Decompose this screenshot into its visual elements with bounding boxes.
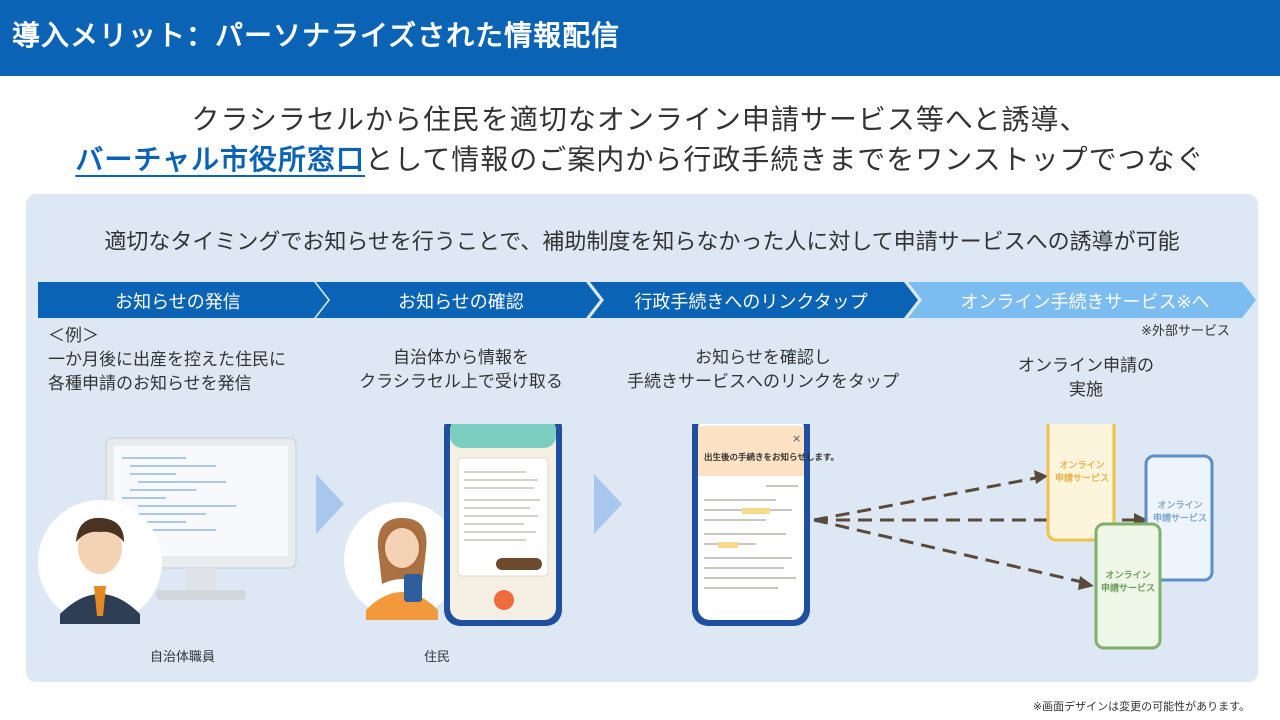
panel-subhead: 適切なタイミングでお知らせを行うことで、補助制度を知らなかった人に対して申請サー… (104, 230, 1180, 255)
chevron-step-4 (908, 282, 1256, 318)
flow-arrow-1 (316, 474, 344, 534)
step-4-description: オンライン申請の 実施 (986, 354, 1186, 402)
step-1-desc-line-2: 各種申請のお知らせを発信 (48, 374, 252, 394)
service-label-blue: オンライン 申請サービス (1152, 501, 1207, 524)
step-3-label: 行政手続きへのリンクタップ (634, 292, 868, 313)
step-1-label: お知らせの発信 (115, 292, 241, 313)
page-title: 導入メリット：パーソナライズされた情報配信 (12, 19, 621, 52)
step-3-description: お知らせを確認し 手続きサービスへのリンクをタップ (598, 346, 928, 394)
notice-close-icon: × (792, 432, 801, 445)
step-3-desc-line-1: お知らせを確認し (695, 348, 831, 368)
headline-line-2: バーチャル市役所窓口として情報のご案内から行政手続きまでをワンストップでつなぐ (0, 138, 1280, 178)
step-4-desc-line-2: 実施 (1069, 380, 1103, 400)
step-1-desc-line-1: 一か月後に出産を控えた住民に (48, 350, 286, 370)
chevron-step-1 (38, 282, 328, 318)
footnote: ※画面デザインは変更の可能性があります。 (1032, 700, 1250, 713)
step-3-desc-line-2: 手続きサービスへのリンクをタップ (627, 372, 899, 392)
step-4-desc-line-1: オンライン申請の (1018, 356, 1154, 376)
process-chevrons (38, 282, 1256, 318)
caption-resident: 住民 (424, 650, 451, 665)
flow-panel: 適切なタイミングでお知らせを行うことで、補助制度を知らなかった人に対して申請サー… (26, 194, 1258, 682)
step-2-desc-line-2: クラシラセル上で受け取る (359, 372, 563, 392)
service-phone-yellow (1046, 424, 1116, 542)
staff-avatar (38, 500, 162, 624)
step-2-description: 自治体から情報を クラシラセル上で受け取る (326, 346, 596, 394)
chevron-step-2 (316, 282, 600, 318)
chevron-step-3 (590, 282, 918, 318)
notice-title: 出生後の手続きをお知らせします。 (704, 452, 839, 463)
external-service-note: ※外部サービス (1141, 324, 1230, 339)
flow-arrow-2 (594, 474, 622, 534)
step-4-label: オンライン手続きサービス※へ (960, 292, 1210, 313)
headline-rest: として情報のご案内から行政手続きまでをワンストップでつなぐ (365, 143, 1205, 176)
service-phone-green (1094, 522, 1162, 650)
phone-app-illustration (444, 424, 562, 626)
flow-illustration: × 出生後の手続きをお知らせします。 (38, 424, 1214, 650)
headline-emphasis: バーチャル市役所窓口 (75, 143, 366, 176)
service-label-green: オンライン 申請サービス (1100, 571, 1155, 594)
resident-avatar (344, 502, 460, 620)
headline-line-1: クラシラセルから住民を適切なオンライン申請サービス等へと誘導、 (191, 103, 1089, 136)
header-bar: 導入メリット：パーソナライズされた情報配信 (0, 0, 1280, 76)
step-2-desc-line-1: 自治体から情報を (393, 348, 529, 368)
phone-notice-illustration: × 出生後の手続きをお知らせします。 (692, 424, 839, 626)
step-1-description: ＜例＞ 一か月後に出産を控えた住民に 各種申請のお知らせを発信 (48, 324, 328, 396)
service-label-yellow: オンライン 申請サービス (1054, 461, 1109, 484)
step-2-label: お知らせの確認 (398, 292, 524, 313)
caption-staff: 自治体職員 (150, 650, 216, 665)
service-phone-blue (1144, 454, 1214, 582)
step-1-example-label: ＜例＞ (48, 326, 99, 346)
